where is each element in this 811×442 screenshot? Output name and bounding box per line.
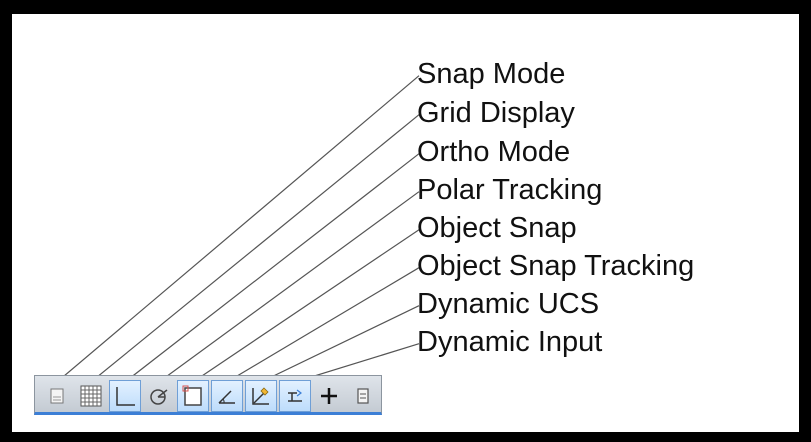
snap-icon [50,388,64,404]
polar-tracking-button[interactable] [143,380,175,412]
leader-line-snap-mode-button [56,75,420,383]
callout-label-object-snap-tracking: Object Snap Tracking [417,250,695,282]
ortho-icon [116,387,135,406]
callout-label-snap-mode: Snap Mode [417,58,566,90]
callout-label-grid-display: Grid Display [417,97,575,129]
callout-label-dynamic-input: Dynamic Input [417,326,603,358]
grid-display-button[interactable] [75,380,107,412]
callout-label-polar-tracking: Polar Tracking [417,174,603,206]
leader-line-dynamic-ucs-button [260,305,420,383]
leader-line-ortho-mode-button [124,153,420,383]
lineweight-icon [321,388,337,404]
status-bar-toolbar [34,375,382,415]
polar-icon [150,389,168,405]
leader-line-polar-tracking-button [158,191,420,383]
lineweight-button[interactable] [313,380,345,412]
grid-icon [80,385,102,407]
object-snap-button[interactable] [177,380,209,412]
dynamic-input-button[interactable] [279,380,311,412]
leader-line-object-snap-tracking-button [226,267,420,383]
object-snap-tracking-button[interactable] [211,380,243,412]
callout-label-ortho-mode: Ortho Mode [417,136,571,168]
leader-line-object-snap-button [192,229,420,383]
callout-leaders [56,75,420,383]
dynamic-ucs-button[interactable] [245,380,277,412]
ducs-icon [252,387,269,405]
callout-label-object-snap: Object Snap [417,212,577,244]
snap-mode-button[interactable] [41,380,73,412]
quick-properties-icon [357,388,369,404]
otrack-icon [218,390,235,404]
leader-line-grid-display-button [90,114,420,383]
ortho-mode-button[interactable] [109,380,141,412]
callout-label-dynamic-ucs: Dynamic UCS [417,288,600,320]
osnap-icon [182,385,202,406]
dyn-icon [288,389,302,402]
quick-properties-button[interactable] [347,380,379,412]
